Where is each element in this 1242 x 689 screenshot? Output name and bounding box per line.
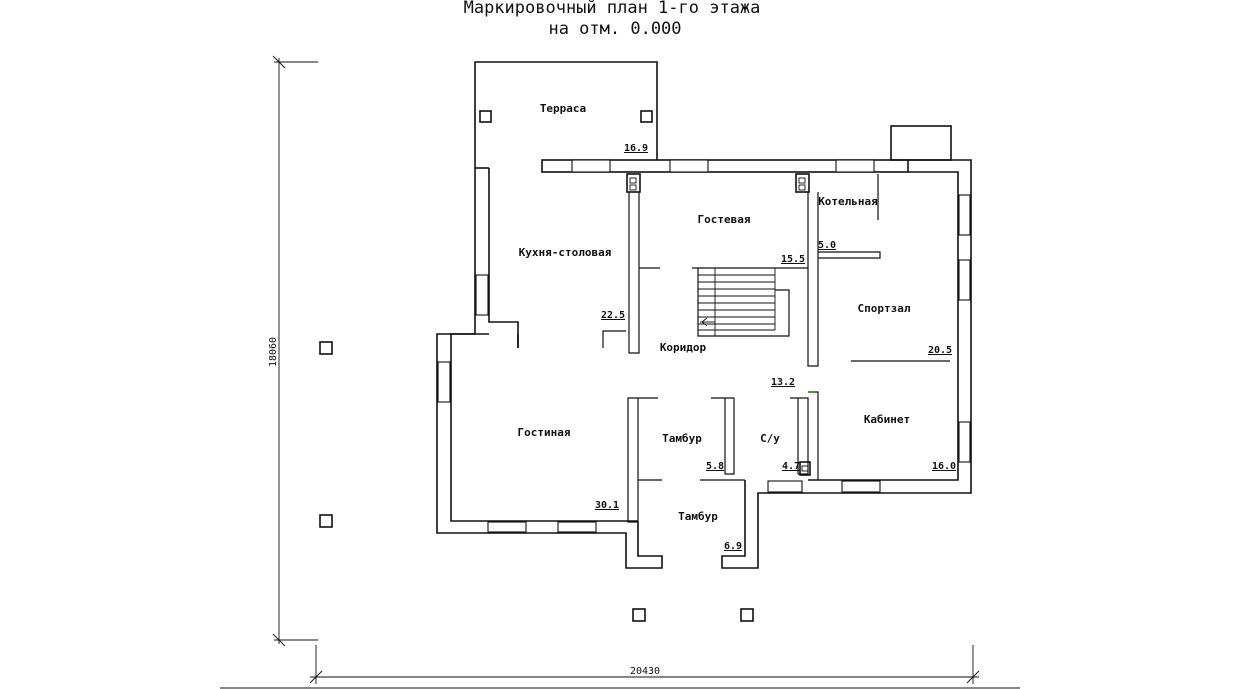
column: [319, 341, 333, 355]
room-name-corridor: Коридор: [660, 341, 707, 354]
room-area-living: 30.1: [595, 500, 619, 511]
window: [475, 274, 489, 316]
column: [632, 608, 646, 622]
room-area-kitchen: 22.5: [601, 310, 625, 321]
window: [487, 521, 527, 533]
chimney-block: [890, 125, 952, 161]
room-name-terrace: Терраса: [540, 102, 586, 115]
window: [669, 159, 709, 173]
column: [740, 608, 754, 622]
height-dimension: 18060: [268, 55, 318, 647]
exterior-columns: [319, 341, 754, 622]
window: [958, 421, 971, 463]
room-area-wc: 4.7: [782, 461, 800, 472]
window: [835, 159, 875, 173]
terrace-column: [479, 110, 492, 123]
kitchen-partition: [602, 173, 660, 354]
room-name-guest: Гостевая: [698, 213, 751, 226]
room-name-study: Кабинет: [864, 413, 910, 426]
top-wall: [541, 159, 909, 173]
room-labels: Терраса 16.9 Кухня-столовая 22.5 Гостева…: [518, 102, 957, 552]
room-area-corridor: 13.2: [771, 377, 795, 388]
boiler-partition: [795, 173, 950, 367]
room-area-guest: 15.5: [781, 254, 805, 265]
staircase: [692, 267, 808, 337]
room-name-kitchen: Кухня-столовая: [519, 246, 612, 259]
window: [958, 194, 971, 236]
room-area-study: 16.0: [932, 461, 956, 472]
width-dimension: 20430: [309, 645, 980, 684]
width-dimension-label: 20430: [630, 666, 660, 677]
window: [767, 480, 803, 493]
room-name-vestibule-2: Тамбур: [678, 510, 718, 523]
vestibule-partitions: [627, 391, 819, 523]
room-area-terrace: 16.9: [624, 143, 648, 154]
window: [437, 361, 451, 403]
room-area-boiler: 5.0: [818, 240, 836, 251]
column: [319, 514, 333, 528]
room-name-boiler: Котельная: [818, 195, 878, 208]
window: [841, 480, 881, 493]
plan-subtitle: на отм. 0.000: [548, 19, 681, 39]
room-name-vestibule-1: Тамбур: [662, 432, 702, 445]
room-area-vestibule-1: 5.8: [706, 461, 724, 472]
plan-title: Маркировочный план 1-го этажа: [464, 0, 761, 18]
left-exterior-wall: [436, 167, 663, 569]
room-name-gym: Спортзал: [858, 302, 911, 315]
right-exterior-wall: [721, 159, 972, 569]
room-name-wc: С/у: [760, 432, 780, 445]
window: [958, 259, 971, 301]
terrace-outline: [474, 61, 658, 168]
room-area-gym: 20.5: [928, 345, 952, 356]
terrace-column: [640, 110, 653, 123]
room-area-vestibule-2: 6.9: [724, 541, 742, 552]
room-name-living: Гостиная: [518, 426, 571, 439]
window: [571, 159, 611, 173]
window: [557, 521, 597, 533]
height-dimension-label: 18060: [268, 337, 279, 367]
